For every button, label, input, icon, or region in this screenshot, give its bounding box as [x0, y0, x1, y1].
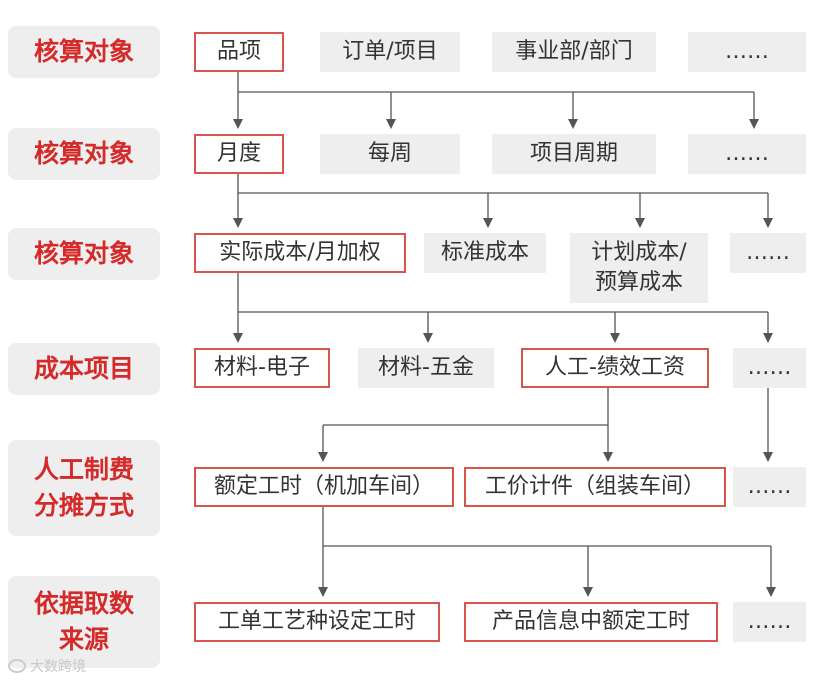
node-order-project: 订单/项目: [320, 32, 460, 72]
node-labor-performance-wage: 人工-绩效工资: [521, 348, 709, 388]
node-plan-budget-cost: 计划成本/预算成本: [570, 233, 708, 303]
watermark: 大数跨境: [8, 656, 86, 676]
row-label-6: 依据取数来源: [8, 576, 160, 668]
watermark-logo-icon: [8, 659, 26, 673]
node-more-4: ……: [733, 348, 806, 388]
node-monthly: 月度: [194, 134, 284, 174]
row-label-1: 核算对象: [8, 26, 160, 78]
row-label-5: 人工制费分摊方式: [8, 440, 160, 536]
watermark-text: 大数跨境: [30, 659, 86, 675]
node-piece-rate: 工价计件（组装车间）: [464, 467, 726, 507]
row-label-2: 核算对象: [8, 128, 160, 180]
node-project-cycle: 项目周期: [492, 134, 656, 174]
node-more-1: ……: [688, 32, 806, 72]
node-product-info-hours: 产品信息中额定工时: [464, 602, 718, 642]
node-more-2: ……: [688, 134, 806, 174]
node-rated-hours: 额定工时（机加车间）: [194, 467, 454, 507]
node-actual-cost: 实际成本/月加权: [194, 233, 406, 273]
node-standard-cost: 标准成本: [424, 233, 546, 273]
node-weekly: 每周: [320, 134, 460, 174]
node-work-order-hours: 工单工艺种设定工时: [194, 602, 440, 642]
node-item: 品项: [194, 32, 284, 72]
node-division-department: 事业部/部门: [492, 32, 656, 72]
node-more-3: ……: [730, 233, 806, 273]
node-material-hardware: 材料-五金: [358, 348, 494, 388]
node-material-electronic: 材料-电子: [194, 348, 330, 388]
row-label-3: 核算对象: [8, 228, 160, 280]
node-more-5: ……: [733, 467, 806, 507]
node-more-6: ……: [733, 602, 806, 642]
row-label-4: 成本项目: [8, 343, 160, 395]
